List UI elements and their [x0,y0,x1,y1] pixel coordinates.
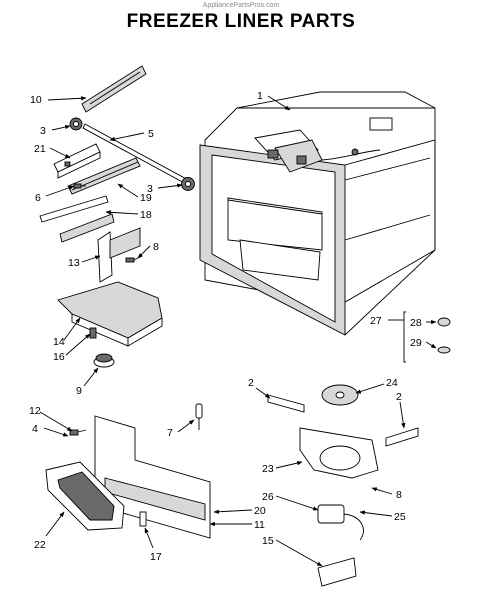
callout-10: 10 [30,94,42,106]
callout-17: 17 [150,551,162,563]
callout-8-upper: 8 [153,241,159,253]
callout-1: 1 [257,90,263,102]
watermark: AppliancePartsPros.com [202,2,280,9]
callout-2-left: 2 [248,377,254,389]
callout-2-right: 2 [396,391,402,403]
clip-part-17 [139,511,147,527]
drawer-tray-part [57,281,163,347]
rail-part [67,157,141,195]
callout-19: 19 [140,192,152,204]
screw-part-12 [69,429,87,436]
callout-16: 16 [53,351,65,363]
callout-14: 14 [53,336,65,348]
callout-3-upper: 3 [40,125,46,137]
callout-6: 6 [35,192,41,204]
clip-part-16 [89,327,97,339]
foam-pad-left [267,394,305,413]
callout-12: 12 [29,405,41,417]
callout-labels: 1 2 2 3 3 4 5 6 7 8 8 9 10 11 12 13 14 1… [29,90,422,563]
callout-21: 21 [34,143,46,155]
callout-26: 26 [262,491,274,503]
fan-motor-part [317,504,364,541]
callout-23: 23 [262,463,274,475]
motor-bracket-part [317,557,357,587]
callout-5: 5 [148,128,154,140]
leader-lines [39,95,437,567]
foam-pad-right [385,427,419,447]
callout-24: 24 [386,377,398,389]
sensor-part [195,403,203,430]
callout-18: 18 [140,209,152,221]
callout-3-lower: 3 [147,183,153,195]
callout-25: 25 [394,511,406,523]
callout-22: 22 [34,539,46,551]
callout-28: 28 [410,317,422,329]
gear-part-upper [69,117,83,131]
knob-part [93,353,115,368]
slide-part [39,195,115,243]
bracket-part-13 [97,227,141,283]
callout-11: 11 [254,519,265,531]
callout-27: 27 [370,315,382,327]
gear-part-lower [181,177,195,191]
page-title: FREEZER LINER PARTS [126,11,356,32]
bracket-part [53,143,101,179]
callout-8-lower: 8 [396,489,402,501]
callout-4: 4 [32,423,38,435]
freezer-liner-part [199,91,436,336]
callout-29: 29 [410,337,422,349]
fan-blade-part [321,384,359,406]
callout-20: 20 [254,505,266,517]
grommet-box [403,311,451,363]
callout-7: 7 [167,427,173,439]
callout-9: 9 [76,385,82,397]
grille-part [45,461,125,531]
callout-13: 13 [68,257,80,269]
fan-housing-part [299,427,379,479]
callout-15: 15 [262,535,274,547]
mullion-strip-part [81,65,147,113]
